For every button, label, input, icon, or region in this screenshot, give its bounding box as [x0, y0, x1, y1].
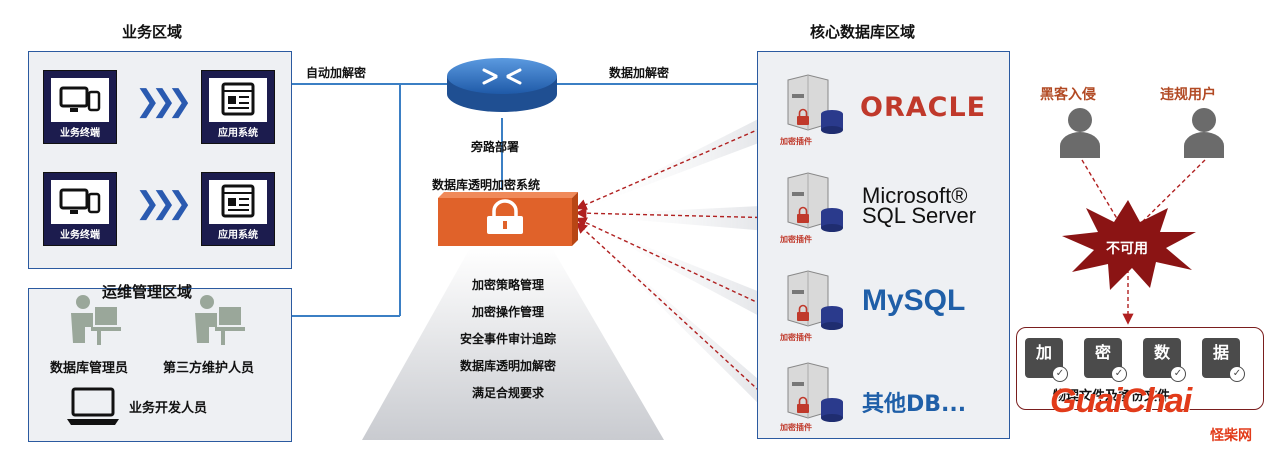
encryption-plugin-label: 加密插件: [780, 235, 812, 244]
ops-zone-title: 运维管理区域: [102, 283, 193, 301]
ray-group: [575, 108, 780, 425]
db-row-oracle[interactable]: 加密插件 ORACLE: [770, 66, 1008, 156]
db-zone-title: 核心数据库区域: [810, 23, 916, 41]
blocked-burst: [1062, 200, 1196, 290]
plugin-arrows: [575, 119, 781, 411]
business-terminal-2[interactable]: 业务终端: [43, 172, 117, 246]
db-row-sqlserver[interactable]: 加密插件 Microsoft® SQL Server: [770, 164, 1008, 254]
db-server-icon: [787, 74, 843, 134]
ops-zone-panel: 数据库管理员 第三方维护人员 业务开发人员: [28, 288, 292, 442]
double-chevron-icon: ❯❯❯: [135, 84, 193, 119]
feature-audit: 安全事件审计追踪: [459, 332, 556, 346]
system-title: 数据库透明加密系统: [432, 178, 541, 192]
feature-operation: 加密操作管理: [471, 305, 544, 319]
app-system-2[interactable]: 应用系统: [201, 172, 275, 246]
encryption-appliance[interactable]: [432, 190, 580, 252]
db-server-icon: [787, 362, 843, 422]
check-icon: ✓: [1052, 366, 1068, 382]
role-dba: 数据库管理员: [50, 361, 129, 376]
data-crypto-label: 数据加解密: [609, 66, 670, 80]
physical-files-box: 加✓ 密✓ 数✓ 据✓ 物理文件及备份文件: [1016, 327, 1264, 410]
auto-crypto-label: 自动加解密: [306, 66, 367, 80]
file-icon: 数✓: [1143, 338, 1186, 382]
watermark-logo: GuaiChai: [1050, 382, 1192, 420]
db-row-mysql[interactable]: 加密插件 MySQL: [770, 262, 1008, 352]
router-icon: [447, 58, 557, 112]
double-chevron-icon: ❯❯❯: [135, 186, 193, 221]
check-icon: ✓: [1170, 366, 1186, 382]
padlock-icon: [487, 199, 523, 234]
blocked-label: 不可用: [1106, 241, 1148, 257]
app-system-label: 应用系统: [218, 128, 258, 139]
feature-compliance: 满足合规要求: [471, 386, 544, 400]
feature-policy: 加密策略管理: [471, 278, 544, 292]
db-server-icon: [787, 172, 843, 232]
file-icon: 据✓: [1202, 338, 1245, 382]
db-server-icon: [787, 270, 843, 330]
feature-cone: [362, 248, 664, 440]
window-app-icon: [221, 82, 255, 116]
role-third-party: 第三方维护人员: [163, 361, 255, 376]
db-name-mysql: MySQL: [862, 284, 966, 317]
file-icon: 密✓: [1084, 338, 1127, 382]
files-label: 物理文件及备份文件: [1053, 389, 1171, 404]
check-icon: ✓: [1111, 366, 1127, 382]
db-name-oracle: ORACLE: [860, 92, 987, 123]
watermark-text: 怪柴网: [1210, 428, 1252, 444]
maintainer-person-icon: [195, 295, 245, 345]
file-icon: 加✓: [1025, 338, 1068, 382]
business-terminal-1[interactable]: 业务终端: [43, 70, 117, 144]
business-terminal-label: 业务终端: [60, 230, 100, 241]
db-name-other: 其他DB...: [862, 392, 967, 417]
window-app-icon: [221, 184, 255, 218]
computer-phone-icon: [59, 86, 101, 112]
business-terminal-label: 业务终端: [60, 128, 100, 139]
db-row-other[interactable]: 加密插件 其他DB...: [770, 358, 1008, 436]
violator-person-icon: [1184, 108, 1224, 158]
encryption-plugin-label: 加密插件: [780, 333, 812, 342]
app-system-label: 应用系统: [218, 230, 258, 241]
violator-label: 违规用户: [1160, 87, 1216, 103]
encryption-plugin-label: 加密插件: [780, 137, 812, 146]
encryption-plugin-label: 加密插件: [780, 423, 812, 432]
check-icon: ✓: [1229, 366, 1245, 382]
computer-phone-icon: [59, 188, 101, 214]
role-developer: 业务开发人员: [129, 401, 208, 416]
business-zone-panel: 业务终端 ❯❯❯ 应用系统 业务终端 ❯❯❯: [28, 51, 292, 269]
business-zone-title: 业务区域: [122, 23, 183, 41]
bypass-label: 旁路部署: [471, 140, 520, 154]
db-name-sqlserver: Microsoft® SQL Server: [862, 183, 977, 228]
admin-person-icon: [71, 295, 121, 345]
laptop-icon: [67, 387, 119, 425]
hacker-label: 黑客入侵: [1040, 87, 1096, 103]
hacker-person-icon: [1060, 108, 1100, 158]
app-system-1[interactable]: 应用系统: [201, 70, 275, 144]
feature-transparent: 数据库透明加解密: [459, 359, 556, 373]
